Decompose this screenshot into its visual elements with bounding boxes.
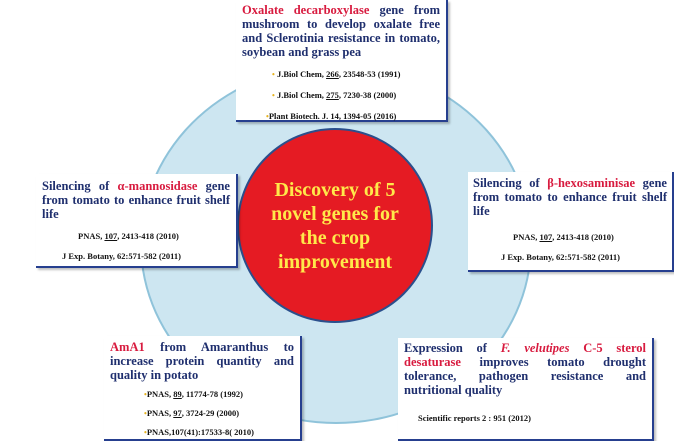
reference-list: PNAS, 107, 2413-418 (2010) J Exp. Botany… — [473, 230, 667, 264]
card-title: Oxalate decarboxylase gene from mushroom… — [242, 3, 440, 59]
reference-item: •PNAS, 97, 3724-29 (2000) — [144, 408, 240, 418]
reference-item: • J.Biol Chem, 275, 7230-38 (2000) — [272, 90, 397, 100]
gene-name: β-hexosaminisae — [547, 176, 636, 190]
bullet-icon: • — [144, 409, 147, 418]
bullet-icon: • — [144, 428, 147, 437]
center-circle: Discovery of 5 novel genes for the crop … — [237, 128, 433, 323]
card-alpha-mannosidase: Silencing of α-mannosidase gene from tom… — [36, 174, 238, 268]
center-title: Discovery of 5 novel genes for the crop … — [250, 178, 420, 274]
reference-list: • J.Biol Chem, 266, 23548-53 (1991) • J.… — [242, 67, 440, 124]
reference-item: Scientific reports 2 : 951 (2012) — [418, 413, 531, 423]
center-line-3: the crop — [299, 226, 371, 249]
card-description: gene from mushroom to develop oxalate fr… — [242, 3, 441, 59]
reference-item: J Exp. Botany, 62:571-582 (2011) — [501, 252, 621, 262]
card-c5-sterol-desaturase: Expression of F. velutipes C-5 sterol de… — [398, 338, 654, 441]
gene-name: C-5 sterol desaturase — [404, 341, 647, 369]
bullet-icon: • — [272, 70, 275, 79]
bullet-icon: • — [272, 91, 275, 100]
card-title: Expression of F. velutipes C-5 sterol de… — [404, 341, 647, 397]
bullet-icon: • — [144, 390, 147, 399]
gene-name: α-mannosidase — [117, 179, 198, 193]
bullet-icon: • — [266, 112, 269, 121]
reference-item: •Plant Biotech. J. 14, 1394-05 (2016) — [266, 111, 397, 121]
card-description: gene from tomato to enhance fruit shelf … — [473, 176, 667, 218]
reference-item: PNAS, 107, 2413-418 (2010) — [513, 232, 614, 242]
card-title: AmA1 from Amaranthus to increase protein… — [110, 340, 294, 382]
card-title: Silencing of β-hexosaminisae gene from t… — [473, 176, 667, 218]
reference-list: •PNAS, 89, 11774-78 (1992) •PNAS, 97, 37… — [110, 387, 294, 440]
card-description: from Amaranthus to increase protein quan… — [110, 340, 294, 382]
reference-item: •PNAS, 89, 11774-78 (1992) — [144, 389, 243, 399]
reference-item: • J.Biol Chem, 266, 23548-53 (1991) — [272, 69, 401, 79]
card-description: improves tomato drought tolerance, patho… — [404, 355, 646, 397]
gene-source: F. velutipes — [500, 341, 570, 355]
center-line-4: improvement — [277, 250, 393, 273]
card-beta-hexosaminidase: Silencing of β-hexosaminisae gene from t… — [468, 172, 674, 272]
reference-list: Scientific reports 2 : 951 (2012) — [404, 411, 646, 425]
reference-item: PNAS, 107, 2413-418 (2010) — [78, 231, 179, 241]
gene-name: AmA1 — [110, 340, 145, 354]
card-oxalate-decarboxylase: Oxalate decarboxylase gene from mushroom… — [236, 0, 448, 122]
gene-name: Oxalate decarboxylase — [242, 3, 370, 17]
card-description: gene from tomato to enhance fruit shelf … — [42, 179, 230, 221]
reference-item: J Exp. Botany, 62:571-582 (2011) — [62, 251, 182, 261]
card-title: Silencing of α-mannosidase gene from tom… — [42, 179, 230, 221]
card-ama1: AmA1 from Amaranthus to increase protein… — [104, 336, 302, 441]
center-line-2: novel genes for — [271, 202, 399, 225]
reference-item: •PNAS,107(41):17533-8( 2010) — [144, 427, 254, 437]
reference-list: PNAS, 107, 2413-418 (2010) J Exp. Botany… — [42, 229, 230, 263]
center-line-1: Discovery of 5 — [274, 178, 396, 201]
